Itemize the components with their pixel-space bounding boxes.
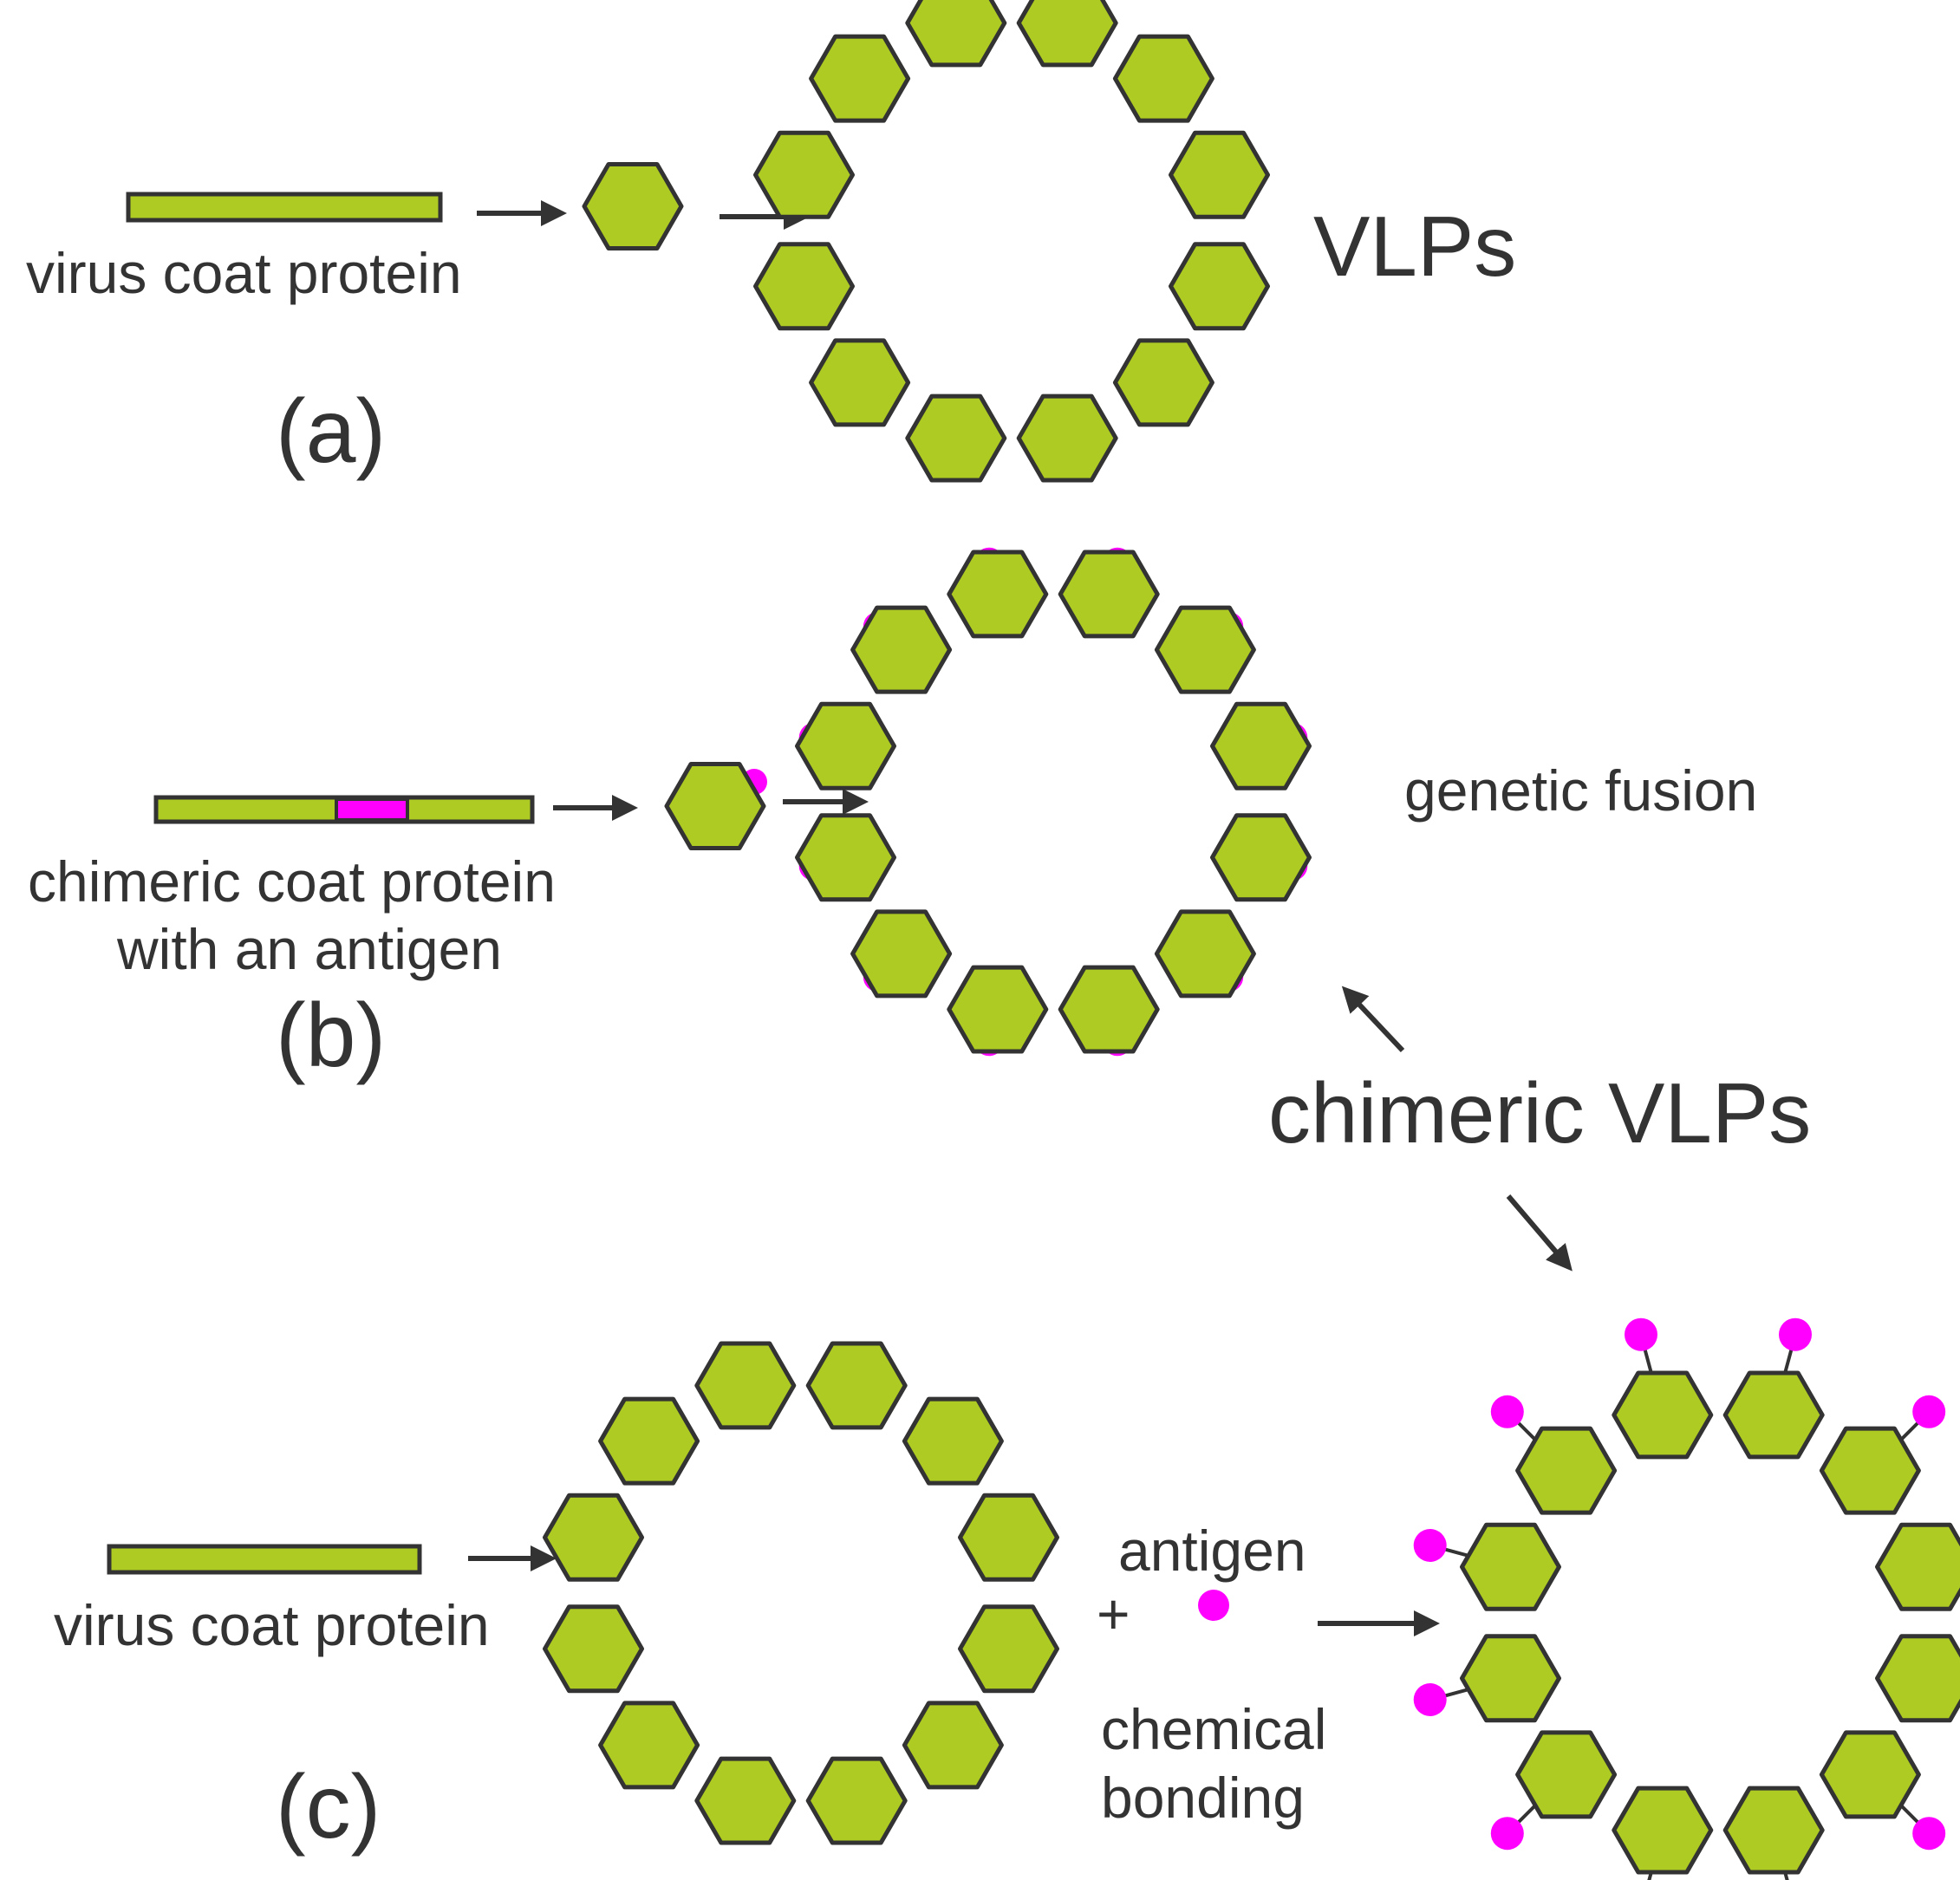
coat-protein-subunit [1112,338,1214,427]
panel-label-a: (a) [276,381,386,482]
bonded-antigen [1413,1529,1447,1562]
coat-protein-subunit [1154,605,1256,694]
coat-protein-subunit [1154,909,1256,999]
vlp-label: VLPs [1313,198,1516,294]
bonded-antigen [1625,1317,1657,1351]
coat-protein-subunit [1515,1426,1618,1515]
coat-protein-subunit [582,162,684,250]
coat-protein-bar-c [107,1544,422,1575]
coat-protein-subunit [1058,965,1160,1054]
panel-c: virus coat protein antigen + chemical bo… [54,1317,1960,1880]
coat-protein-subunit [543,1493,644,1582]
coat-protein-subunit [598,1701,700,1790]
chemical-label: chemical [1101,1697,1326,1761]
coat-protein-subunit [1112,34,1214,123]
coat-protein-bar-a [126,192,443,223]
bonding-label: bonding [1101,1766,1305,1830]
bonded-antigen [1912,1395,1946,1428]
chemical-linker [1444,1687,1471,1698]
chimeric-vlp-label: chimeric VLPs [1268,1065,1811,1161]
vlp-ring-c [543,1341,1059,1845]
panel-label-c: (c) [276,1757,381,1857]
single-subunit-a [582,162,684,250]
coat-protein-subunit [1058,550,1160,639]
vlp-ring-a [753,0,1270,483]
coat-protein-subunit [1169,242,1270,331]
chemical-linker [1647,1870,1654,1880]
coat-protein-subunit [1210,701,1312,790]
coat-protein-subunit [809,34,911,123]
coat-protein-subunit [902,1396,1004,1486]
coat-protein-subunit [1612,1786,1714,1875]
coat-protein-subunit [1722,1786,1825,1875]
coat-protein-subunit [1722,1370,1825,1460]
chemical-linker [1898,1421,1919,1443]
coat-protein-subunit [1460,1634,1561,1723]
coat-protein-subunit [795,813,896,902]
chemical-linker [1444,1547,1471,1558]
panel-b: chimeric coat protein with an antigen ge… [28,547,1757,1086]
coat-protein-subunit [905,394,1007,483]
protein-label-a: virus coat protein [26,241,462,305]
coat-protein-subunit [850,605,953,694]
arrow-to-ring-b [1341,986,1405,1053]
bonded-antigen [1912,1817,1946,1851]
chimeric-vlp-ring-b [795,547,1312,1057]
coat-protein-subunit [809,338,911,427]
coat-protein-subunit [905,0,1007,68]
coat-protein-subunit [598,1396,700,1486]
chemical-linker [1898,1802,1919,1824]
chemical-linker [1782,1349,1794,1376]
coat-protein-subunit [1875,1634,1960,1723]
coat-protein-subunit [1819,1426,1921,1515]
panel-label-b: (b) [276,986,386,1086]
coat-protein-subunit [1875,1522,1960,1611]
coat-protein-subunit [958,1493,1059,1582]
coat-protein-subunit [1016,0,1118,68]
arrow-to-ring-c [1506,1194,1573,1272]
coat-protein-subunit [1016,394,1118,483]
free-antigen [1198,1590,1229,1621]
bonded-antigen [1413,1683,1447,1716]
coat-protein-subunit [1612,1370,1714,1460]
coat-protein-subunit [694,1341,797,1430]
genetic-fusion-label: genetic fusion [1404,758,1757,823]
coat-protein-subunit [947,550,1049,639]
coat-protein-subunit [850,909,953,999]
coat-protein-subunit [902,1701,1004,1790]
coat-protein-subunit [1169,130,1270,219]
coat-protein-subunit [1515,1730,1618,1819]
antigen-label: antigen [1118,1519,1306,1583]
protein-label-b-line1: chimeric coat protein [28,849,556,914]
coat-protein-subunit [1819,1730,1921,1819]
coat-protein-subunit [694,1756,797,1845]
coat-protein-subunit [753,130,855,219]
panel-a: virus coat protein VLPs (a) [26,0,1516,483]
chimeric-vlp-ring-c [1413,1317,1960,1880]
coat-protein-subunit [805,1341,908,1430]
protein-label-c: virus coat protein [54,1593,490,1657]
bonded-antigen [1490,1395,1524,1428]
protein-label-b-line2: with an antigen [116,917,502,981]
coat-protein-subunit [947,965,1049,1054]
chemical-linker [1517,1802,1539,1824]
single-subunit-b [664,762,766,850]
coat-protein-subunit [664,762,766,850]
bonded-antigen [1490,1817,1524,1851]
chemical-linker [1643,1349,1654,1376]
coat-protein-subunit [1210,813,1312,902]
coat-protein-subunit [805,1756,908,1845]
plus-sign: + [1097,1582,1130,1646]
coat-protein-subunit [543,1604,644,1694]
coat-protein-subunit [1460,1522,1561,1611]
chemical-linker [1517,1421,1539,1443]
antigen-insert [335,797,409,822]
coat-protein-subunit [753,242,855,331]
coat-protein-subunit [958,1604,1059,1694]
bonded-antigen [1779,1317,1812,1351]
coat-protein-subunit [795,701,896,790]
chemical-linker [1782,1870,1789,1880]
